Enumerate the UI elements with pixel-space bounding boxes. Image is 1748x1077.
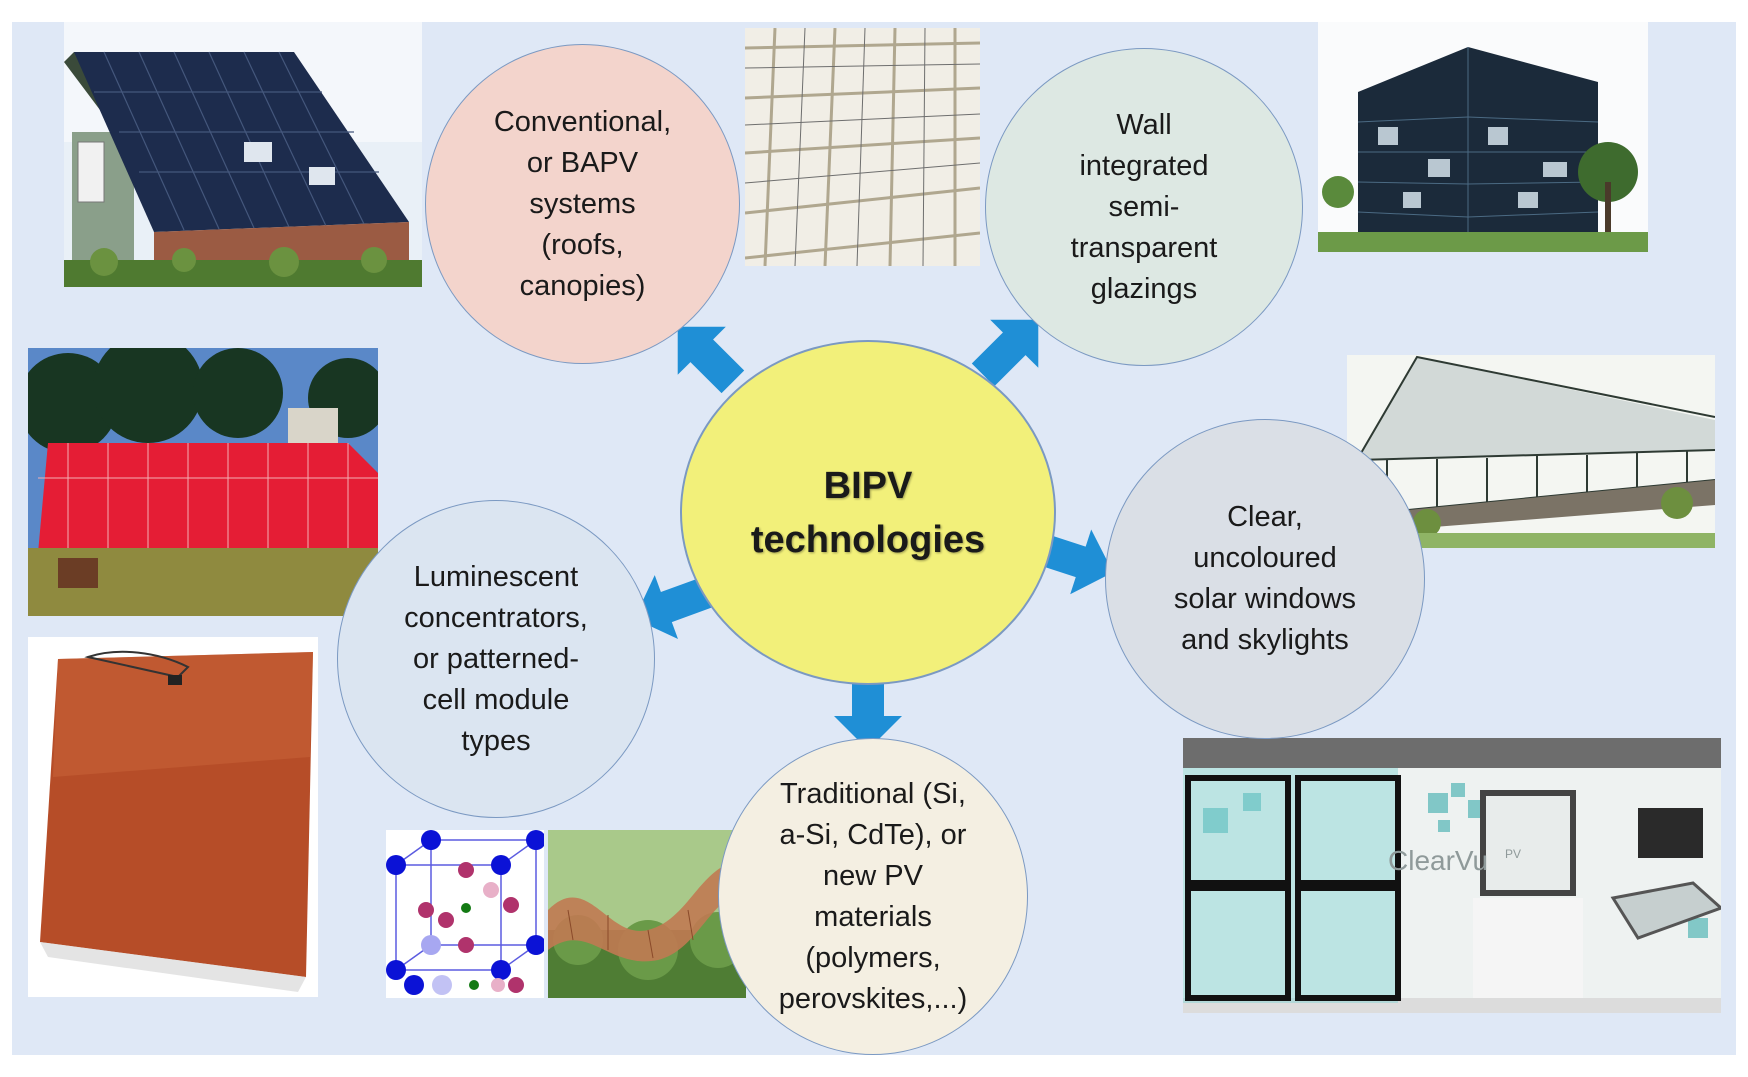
booth-brand-text: ClearVu xyxy=(1388,845,1488,876)
arrow-to-clear-solar-windows xyxy=(1033,529,1114,595)
node-luminescent-concentrators: Luminescent concentrators, or patterned-… xyxy=(337,500,655,818)
arrow-to-wall-glazings xyxy=(971,319,1039,387)
photo-glass-office-building xyxy=(1318,22,1648,252)
arrow-to-pv-materials xyxy=(834,672,902,750)
booth-brand-suffix: PV xyxy=(1505,847,1521,861)
node-clear-solar-windows-label: Clear, uncoloured solar windows and skyl… xyxy=(1173,501,1357,656)
photo-clearvu-pv-booth: ClearVu PV xyxy=(1183,738,1721,1013)
photo-luminescent-panel xyxy=(28,637,318,997)
center-bipv-technologies: BIPV technologies xyxy=(680,340,1056,685)
node-bapv: Conventional, or BAPV systems (roofs, ca… xyxy=(425,44,740,364)
node-wall-glazings: Wall integrated semi- transparent glazin… xyxy=(985,48,1303,366)
node-bapv-label: Conventional, or BAPV systems (roofs, ca… xyxy=(493,105,672,302)
arrow-to-luminescent-concentrators xyxy=(634,575,714,640)
node-pv-materials-label: Traditional (Si, a-Si, CdTe), or new PV … xyxy=(778,777,968,1015)
center-label: BIPV technologies xyxy=(750,464,986,561)
photo-red-greenhouse xyxy=(28,348,378,616)
photo-crystal-structure xyxy=(386,830,544,998)
node-wall-glazings-label: Wall integrated semi- transparent glazin… xyxy=(1070,108,1218,305)
arrow-to-bapv xyxy=(677,326,745,394)
photo-flexible-pv-film xyxy=(548,830,746,998)
node-clear-solar-windows: Clear, uncoloured solar windows and skyl… xyxy=(1105,419,1425,739)
node-luminescent-concentrators-label: Luminescent concentrators, or patterned-… xyxy=(404,560,588,757)
photo-solar-canopy xyxy=(745,28,980,266)
photo-house-solar-roof xyxy=(64,22,422,287)
node-pv-materials: Traditional (Si, a-Si, CdTe), or new PV … xyxy=(718,738,1028,1055)
